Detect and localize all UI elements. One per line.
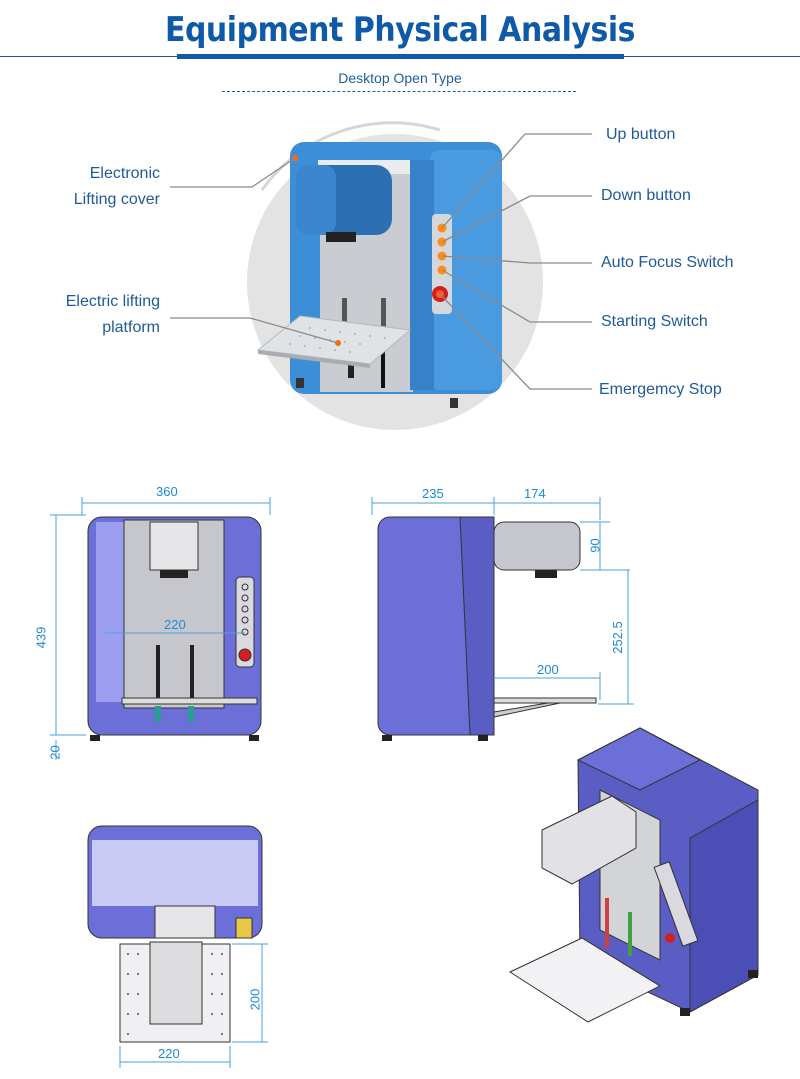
dim-front-feet: 20: [47, 745, 63, 760]
callout-lifting-platform: Electric lifting platform: [65, 293, 160, 336]
top-dimension-lines: [119, 943, 268, 1068]
page-subtitle: Desktop Open Type: [338, 70, 462, 86]
dim-side-head-height: 90: [587, 538, 603, 553]
dim-top-platform-depth: 200: [247, 988, 263, 1011]
callout-down-button: Down button: [601, 187, 691, 204]
side-dimension-lines: [371, 497, 634, 705]
dim-side-head: 174: [524, 486, 546, 501]
page-title: Equipment Physical Analysis: [164, 10, 636, 50]
dim-front-width: 360: [156, 484, 178, 499]
callout-starting-switch: Starting Switch: [601, 313, 708, 330]
callout-up-button: Up button: [606, 126, 676, 143]
subtitle-rule: [222, 91, 576, 92]
callout-auto-focus: Auto Focus Switch: [601, 254, 734, 271]
callout-emergency-stop: Emergemcy Stop: [599, 381, 722, 398]
front-dimension-lines: [50, 497, 271, 760]
side-view-drawing: [377, 516, 597, 741]
front-view-drawing: [87, 516, 262, 741]
title-underline: [177, 54, 624, 59]
dim-side-depth: 235: [422, 486, 444, 501]
dim-front-inner: 220: [164, 617, 186, 632]
isometric-drawing: [508, 727, 759, 1023]
dim-top-platform-width: 220: [158, 1046, 180, 1061]
dim-side-lift: 252.5: [609, 621, 625, 654]
callout-lifting-cover: Electronic Lifting cover: [73, 165, 160, 208]
machine-body: [256, 142, 502, 408]
dim-side-platform: 200: [537, 662, 559, 677]
leader-lines: [170, 133, 592, 390]
top-view-drawing: [87, 825, 263, 1043]
dim-front-height: 439: [33, 626, 49, 649]
